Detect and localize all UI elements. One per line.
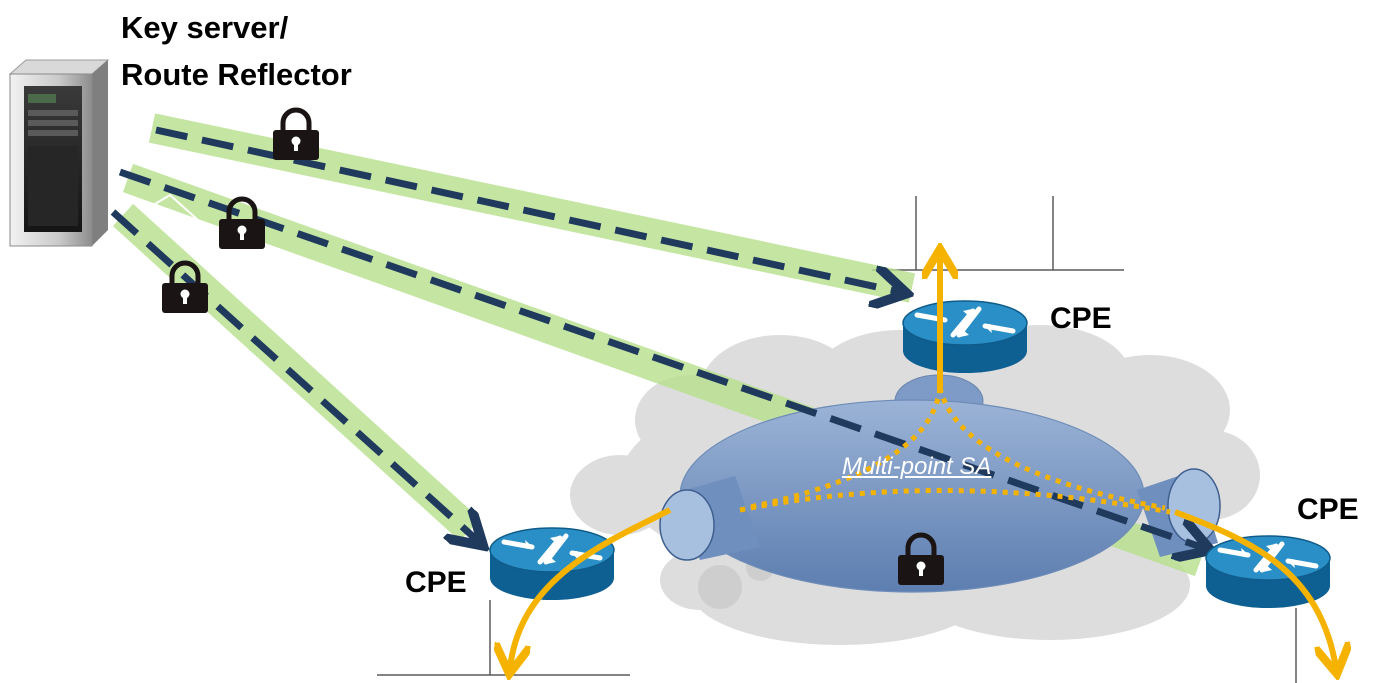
control-arrow-to-left-cpe <box>110 209 478 541</box>
key-server-title-line1: Key server/ <box>121 10 289 45</box>
multipoint-sa <box>659 374 1221 593</box>
key-server-title: Key server/ Route Reflector <box>121 4 352 98</box>
multipoint-sa-label: Multi-point SA <box>842 453 992 480</box>
cpe-right-label: CPE <box>1297 493 1359 526</box>
data-flows <box>510 255 1336 668</box>
key-server-title-line2: Route Reflector <box>121 57 352 92</box>
flow-down-left-cpe <box>510 507 672 668</box>
control-arrow-to-right-cpe <box>118 168 1204 548</box>
key-server-icon <box>8 59 110 247</box>
sa-tube-right <box>1167 468 1221 544</box>
sa-tube-left <box>659 489 715 561</box>
white-separator <box>144 193 199 221</box>
control-arrows <box>110 126 1204 548</box>
cpe-left-label: CPE <box>405 566 467 599</box>
flow-down-right-cpe <box>1173 509 1336 668</box>
lock-icon-top-tunnel <box>273 110 319 160</box>
router-left-cpe <box>490 528 614 600</box>
router-top-cpe <box>903 301 1027 373</box>
cpe-top-label: CPE <box>1050 302 1112 335</box>
sa-data-paths <box>739 387 1171 515</box>
control-arrow-to-top-cpe <box>155 126 900 292</box>
